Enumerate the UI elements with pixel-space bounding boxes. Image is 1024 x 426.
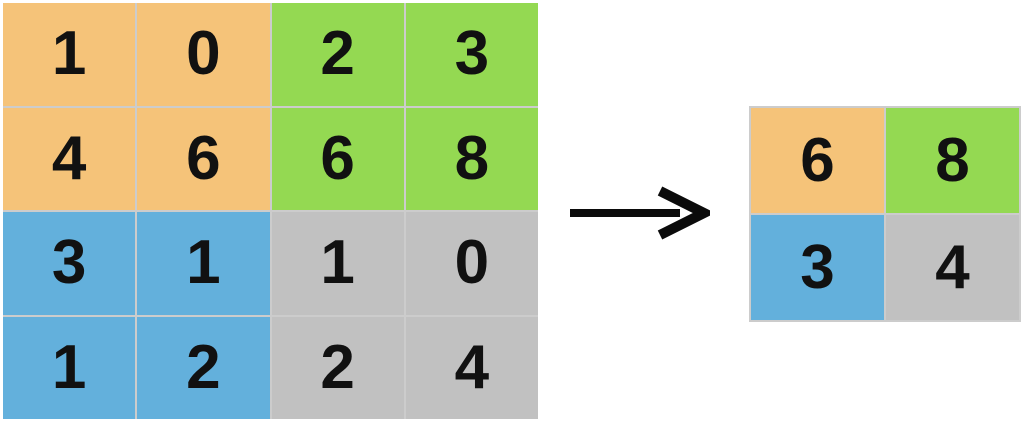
grid-cell: 1	[137, 212, 270, 315]
grid-cell: 0	[137, 3, 270, 106]
grid-cell: 6	[271, 107, 404, 210]
grid-cell: 3	[405, 3, 538, 106]
grid-cell: 0	[405, 212, 538, 315]
arrow-right-icon	[568, 186, 710, 240]
grid-cell: 2	[137, 316, 270, 419]
grid-cell: 3	[751, 215, 884, 320]
grid-cell: 4	[405, 316, 538, 419]
grid-cell: 6	[751, 108, 884, 213]
grid-cell: 6	[137, 107, 270, 210]
grid-cell: 4	[886, 215, 1019, 320]
grid-cell: 1	[3, 316, 136, 419]
grid-cell: 8	[886, 108, 1019, 213]
grid-cell: 4	[3, 107, 136, 210]
grid-cell: 8	[405, 107, 538, 210]
grid-cell: 2	[271, 3, 404, 106]
grid-cell: 1	[3, 3, 136, 106]
grid-cell: 2	[271, 316, 404, 419]
grid-cell: 3	[3, 212, 136, 315]
grid-cell: 1	[271, 212, 404, 315]
